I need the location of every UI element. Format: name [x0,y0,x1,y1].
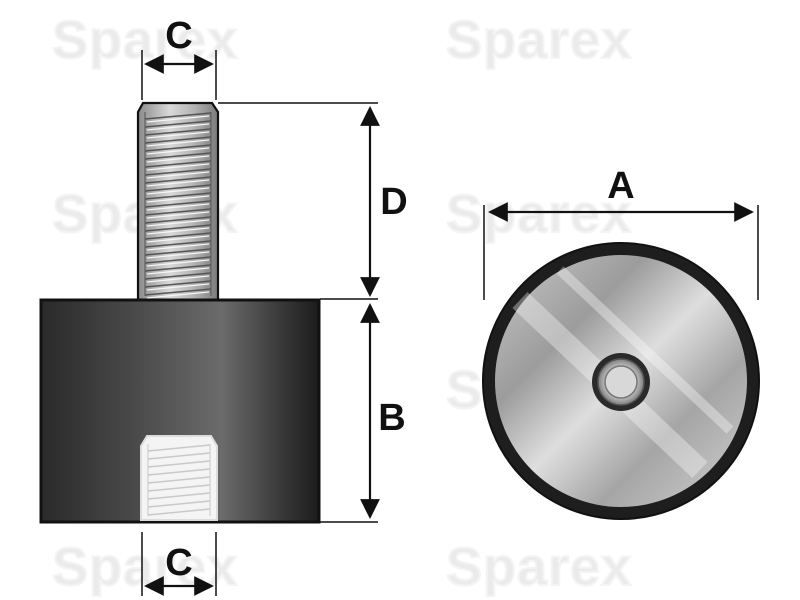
threaded-bore [140,435,218,521]
thread-highlight [146,275,210,283]
side-view: C D B C [39,15,408,596]
thread-line [144,272,212,280]
thread-line [144,280,212,288]
dimension-d: D [218,102,408,300]
thread-line [144,144,212,152]
thread-highlight [146,187,210,195]
thread-highlight [146,139,210,147]
thread-line [147,500,211,508]
thread-highlight [149,455,209,463]
bore-threads [147,444,211,519]
thread-line [144,200,212,208]
thread-highlight [146,155,210,163]
center-bore-hole [604,365,638,399]
thread-line [144,232,212,240]
watermark-text: Sparex [446,537,632,597]
thread-line [144,120,212,128]
thread-line [144,128,212,136]
thread-line [144,240,212,248]
thread-highlight [146,123,210,131]
thread-highlight [146,251,210,259]
thread-line [144,176,212,184]
watermark-text: Sparex [446,10,632,70]
thread-line [144,152,212,160]
dimension-a-label: A [607,165,634,207]
thread-line [147,484,211,492]
thread-highlight [149,495,209,503]
thread-highlight [146,219,210,227]
thread-highlight [149,479,209,487]
thread-line [144,288,212,296]
thread-highlight [146,259,210,267]
watermark-text: Sparex [52,10,238,70]
dimension-b-label: B [378,397,405,439]
thread-line [147,452,211,460]
thread-highlight [146,171,210,179]
watermark-text: Sparex [52,537,238,597]
dimension-c-bottom: C [141,532,217,596]
thread-line [144,184,212,192]
thread-line [144,208,212,216]
thread-line [144,192,212,200]
thread-line [144,112,212,120]
thread-highlight [149,511,209,519]
thread-line [144,136,212,144]
watermark-text: Sparex [446,184,632,244]
thread-line [147,444,211,452]
stud-threads [144,112,212,299]
dimension-d-label: D [380,181,407,223]
dimension-c-bottom-label: C [165,542,192,584]
threaded-stud [136,101,220,302]
thread-highlight [146,115,210,123]
dimension-a: A [483,165,759,300]
thread-line [144,256,212,264]
thread-highlight [149,447,209,455]
top-view: A [482,165,760,520]
thread-line [144,216,212,224]
thread-highlight [149,503,209,511]
thread-line [147,492,211,500]
thread-highlight [146,179,210,187]
thread-line [147,508,211,516]
dimension-c-top: C [141,15,217,100]
thread-highlight [146,195,210,203]
thread-highlight [146,147,210,155]
thread-highlight [146,131,210,139]
thread-line [147,460,211,468]
thread-line [144,248,212,256]
thread-line [144,224,212,232]
thread-highlight [146,227,210,235]
thread-highlight [146,203,210,211]
thread-highlight [146,235,210,243]
dimension-c-top-label: C [165,15,192,57]
thread-line [144,168,212,176]
thread-highlight [146,211,210,219]
thread-line [144,264,212,272]
thread-highlight [146,283,210,291]
thread-highlight [149,471,209,479]
dimension-b: B [320,303,406,523]
thread-highlight [149,463,209,471]
thread-highlight [149,487,209,495]
thread-line [144,160,212,168]
thread-highlight [146,291,210,299]
thread-line [147,476,211,484]
thread-line [147,468,211,476]
thread-highlight [146,267,210,275]
thread-highlight [146,163,210,171]
thread-highlight [146,243,210,251]
